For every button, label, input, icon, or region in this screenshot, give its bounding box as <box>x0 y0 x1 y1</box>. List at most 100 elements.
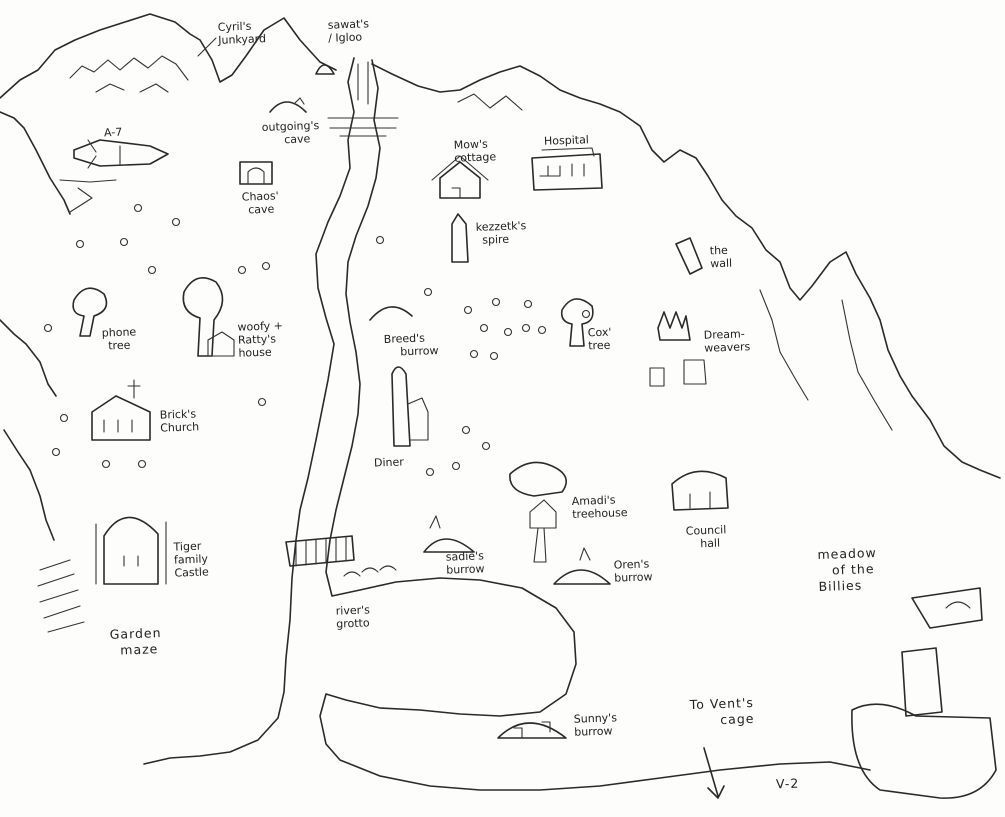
orens-burrow <box>553 547 611 585</box>
label-diner: Diner <box>374 455 404 469</box>
garden-maze-hedges <box>37 559 85 633</box>
bricks-church <box>91 379 151 441</box>
mountain-peaks-inner <box>69 55 189 93</box>
a7-ship <box>73 139 169 169</box>
chaos-cave <box>239 161 273 185</box>
label-line: spire <box>482 232 510 247</box>
cox-tree <box>560 298 594 347</box>
amadis-treehouse <box>509 461 568 563</box>
label-line: V-2 <box>775 775 800 792</box>
label-line: cage <box>720 710 755 728</box>
label-line: burrow <box>446 562 485 577</box>
label-line: tree <box>588 338 611 353</box>
label-cyrils-junkyard: Cyril's Junkyard <box>218 19 267 47</box>
kezzetks-spire <box>451 213 469 263</box>
small-trees <box>43 203 591 477</box>
phone-tree <box>72 287 108 337</box>
rivers-grotto <box>343 565 397 577</box>
bridge <box>285 535 355 567</box>
mows-cottage <box>431 155 489 199</box>
label-chaos-cave: Chaos' cave <box>242 189 280 216</box>
label-the-wall: the wall <box>710 244 733 271</box>
label-line: outgoing's <box>261 119 320 135</box>
label-line: tree <box>108 338 131 353</box>
label-line: kezzetk's <box>475 219 527 234</box>
label-line: Junkyard <box>218 32 267 47</box>
label-sawats-igloo: sawat's / Igloo <box>328 17 370 44</box>
label-line: wall <box>710 256 733 271</box>
label-dreamweavers: Dream- weavers <box>704 327 751 355</box>
label-rivers-grotto: river's grotto <box>336 603 371 630</box>
river-west-bank <box>143 57 355 765</box>
mountain-range-east-inner <box>457 93 893 431</box>
label-line: Cox' <box>587 325 612 340</box>
label-line: Council <box>685 523 727 538</box>
label-line: weavers <box>704 340 751 355</box>
council-hall <box>671 470 729 511</box>
label-line: Church <box>160 420 200 435</box>
label-line: Castle <box>174 565 209 580</box>
label-a7: A-7 <box>104 126 123 140</box>
label-bricks-church: Brick's Church <box>160 407 200 434</box>
label-line: burrow <box>574 724 613 739</box>
waterfall <box>327 61 399 137</box>
label-v2: V-2 <box>776 776 800 793</box>
label-tiger-family-castle: Tiger family Castle <box>173 539 209 580</box>
the-wall <box>675 237 703 275</box>
label-line: Tiger <box>173 539 202 554</box>
woofy-rattys-tree-house <box>182 276 235 357</box>
label-line: maze <box>120 641 159 658</box>
label-line: sawat's <box>327 17 370 32</box>
label-meadow-of-the-billies: meadow of the Billies <box>817 545 878 595</box>
breeds-burrow <box>369 306 413 321</box>
label-kezzetks-spire: kezzetk's spire <box>476 219 527 247</box>
label-line: cottage <box>454 150 497 165</box>
tiger-family-castle <box>95 516 167 585</box>
label-line: / Igloo <box>328 30 363 45</box>
label-line: the <box>709 243 729 258</box>
label-line: phone <box>101 325 137 340</box>
label-council-hall: Council hall <box>686 523 727 550</box>
label-line: house <box>238 345 272 360</box>
label-line: grotto <box>336 616 370 631</box>
outgoings-cave <box>269 97 307 113</box>
label-line: Garden <box>109 625 162 642</box>
label-sadies-burrow: sadie's burrow <box>446 549 485 576</box>
diner-tower <box>391 366 429 447</box>
label-line: woofy + <box>237 319 284 334</box>
label-line: Diner <box>373 455 405 470</box>
label-line: Billies <box>818 577 863 595</box>
dreamweavers-house <box>649 311 707 387</box>
label-line: treehouse <box>572 506 628 521</box>
a7-cliff-ledge <box>59 179 117 213</box>
mountain-range-northeast <box>371 63 1001 479</box>
v2-structure <box>851 587 997 799</box>
label-hospital: Hospital <box>544 133 589 148</box>
label-mows-cottage: Mow's cottage <box>454 137 497 165</box>
label-line: hall <box>700 536 721 551</box>
river-east-bank <box>319 59 871 791</box>
label-outgoings-cave: outgoing's cave <box>262 119 320 147</box>
label-woofy-rattys-house: woofy + Ratty's house <box>237 319 284 360</box>
label-orens-burrow: Oren's burrow <box>614 557 653 584</box>
label-line: river's <box>335 603 371 618</box>
label-line: burrow <box>400 344 439 359</box>
sunnys-burrow <box>497 721 567 739</box>
mountain-range-northwest <box>0 13 337 99</box>
label-line: burrow <box>614 570 653 585</box>
hospital <box>531 147 603 191</box>
label-sunnys-burrow: Sunny's burrow <box>574 711 618 738</box>
label-line: cave <box>284 132 311 147</box>
label-line: A-7 <box>103 125 123 140</box>
label-cox-tree: Cox' tree <box>588 326 613 353</box>
label-amadis-treehouse: Amadi's treehouse <box>572 493 628 521</box>
label-breeds-burrow: Breed's burrow <box>384 331 439 359</box>
cyrils-junkyard-pointer <box>197 37 217 57</box>
label-line: Hospital <box>543 133 590 148</box>
label-line: family <box>173 552 209 567</box>
igloo <box>315 64 335 75</box>
label-phone-tree: phone tree <box>102 325 137 352</box>
label-line: cave <box>248 202 275 217</box>
